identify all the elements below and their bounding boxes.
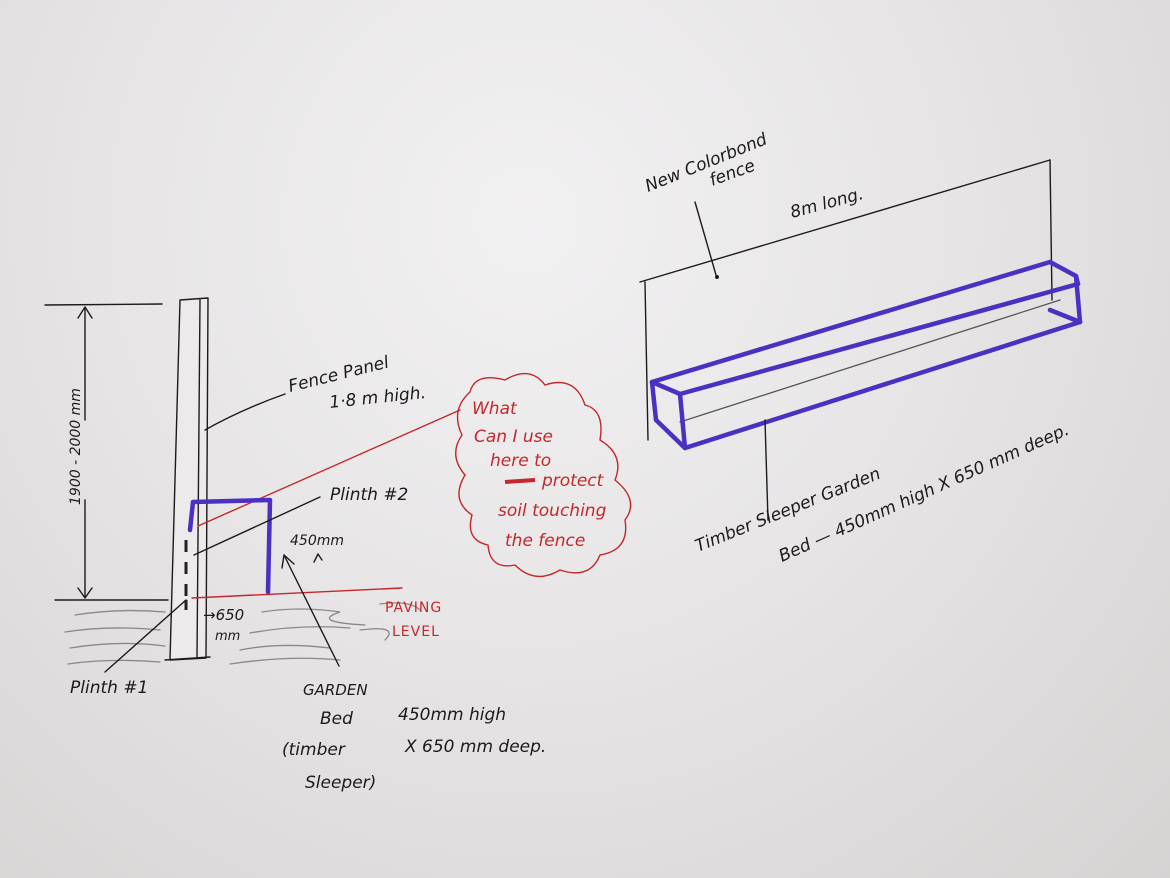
bed-depth-label: →650 [203, 606, 244, 624]
garden-bed-height: 450mm high [398, 705, 506, 725]
svg-text:What: What [472, 399, 518, 419]
fence-panel-height: 1·8 m high. [328, 383, 426, 413]
sleeper-garden-bed [649, 259, 1083, 451]
garden-bed-depth: X 650 mm deep. [404, 737, 546, 757]
bed-label: Bed [320, 709, 353, 729]
bed-height-label: 450mm [290, 533, 344, 549]
sleeper-label: Sleeper) [305, 773, 376, 793]
timber-label: (timber [282, 740, 346, 760]
question-bubble [455, 372, 632, 578]
question-text: What Can I use here to protect soil touc… [472, 399, 607, 551]
question-leader [197, 409, 461, 527]
svg-text:protect: protect [541, 471, 605, 491]
svg-text:soil touching: soil touching [498, 501, 607, 521]
garden-bed-leader [283, 554, 340, 667]
bed-depth-unit: mm [215, 629, 240, 644]
plinth-1-leader [104, 599, 187, 673]
paving-label: PAVING [385, 600, 442, 616]
fence-post [164, 297, 211, 661]
fence-panel-leader [204, 393, 286, 431]
dimension-label: 1900 - 2000 mm [68, 388, 84, 505]
svg-text:here to: here to [490, 451, 551, 471]
bed-leader [764, 419, 769, 521]
fence-length-label: 8m long. [788, 184, 866, 223]
plinth-1-label: Plinth #1 [70, 678, 148, 698]
level-label: LEVEL [392, 624, 440, 640]
garden-label: GARDEN [303, 681, 368, 699]
svg-text:the fence: the fence [505, 531, 585, 551]
colorbond-fence [639, 159, 1053, 441]
plinth-2-leader [193, 496, 321, 556]
svg-text:Can I use: Can I use [474, 427, 553, 447]
ground-hatching [64, 602, 421, 665]
plinth-2-label: Plinth #2 [330, 485, 408, 505]
garden-bed-section [187, 497, 273, 595]
paving-level-line [191, 587, 403, 599]
height-dimension: 1900 - 2000 mm [44, 303, 169, 601]
